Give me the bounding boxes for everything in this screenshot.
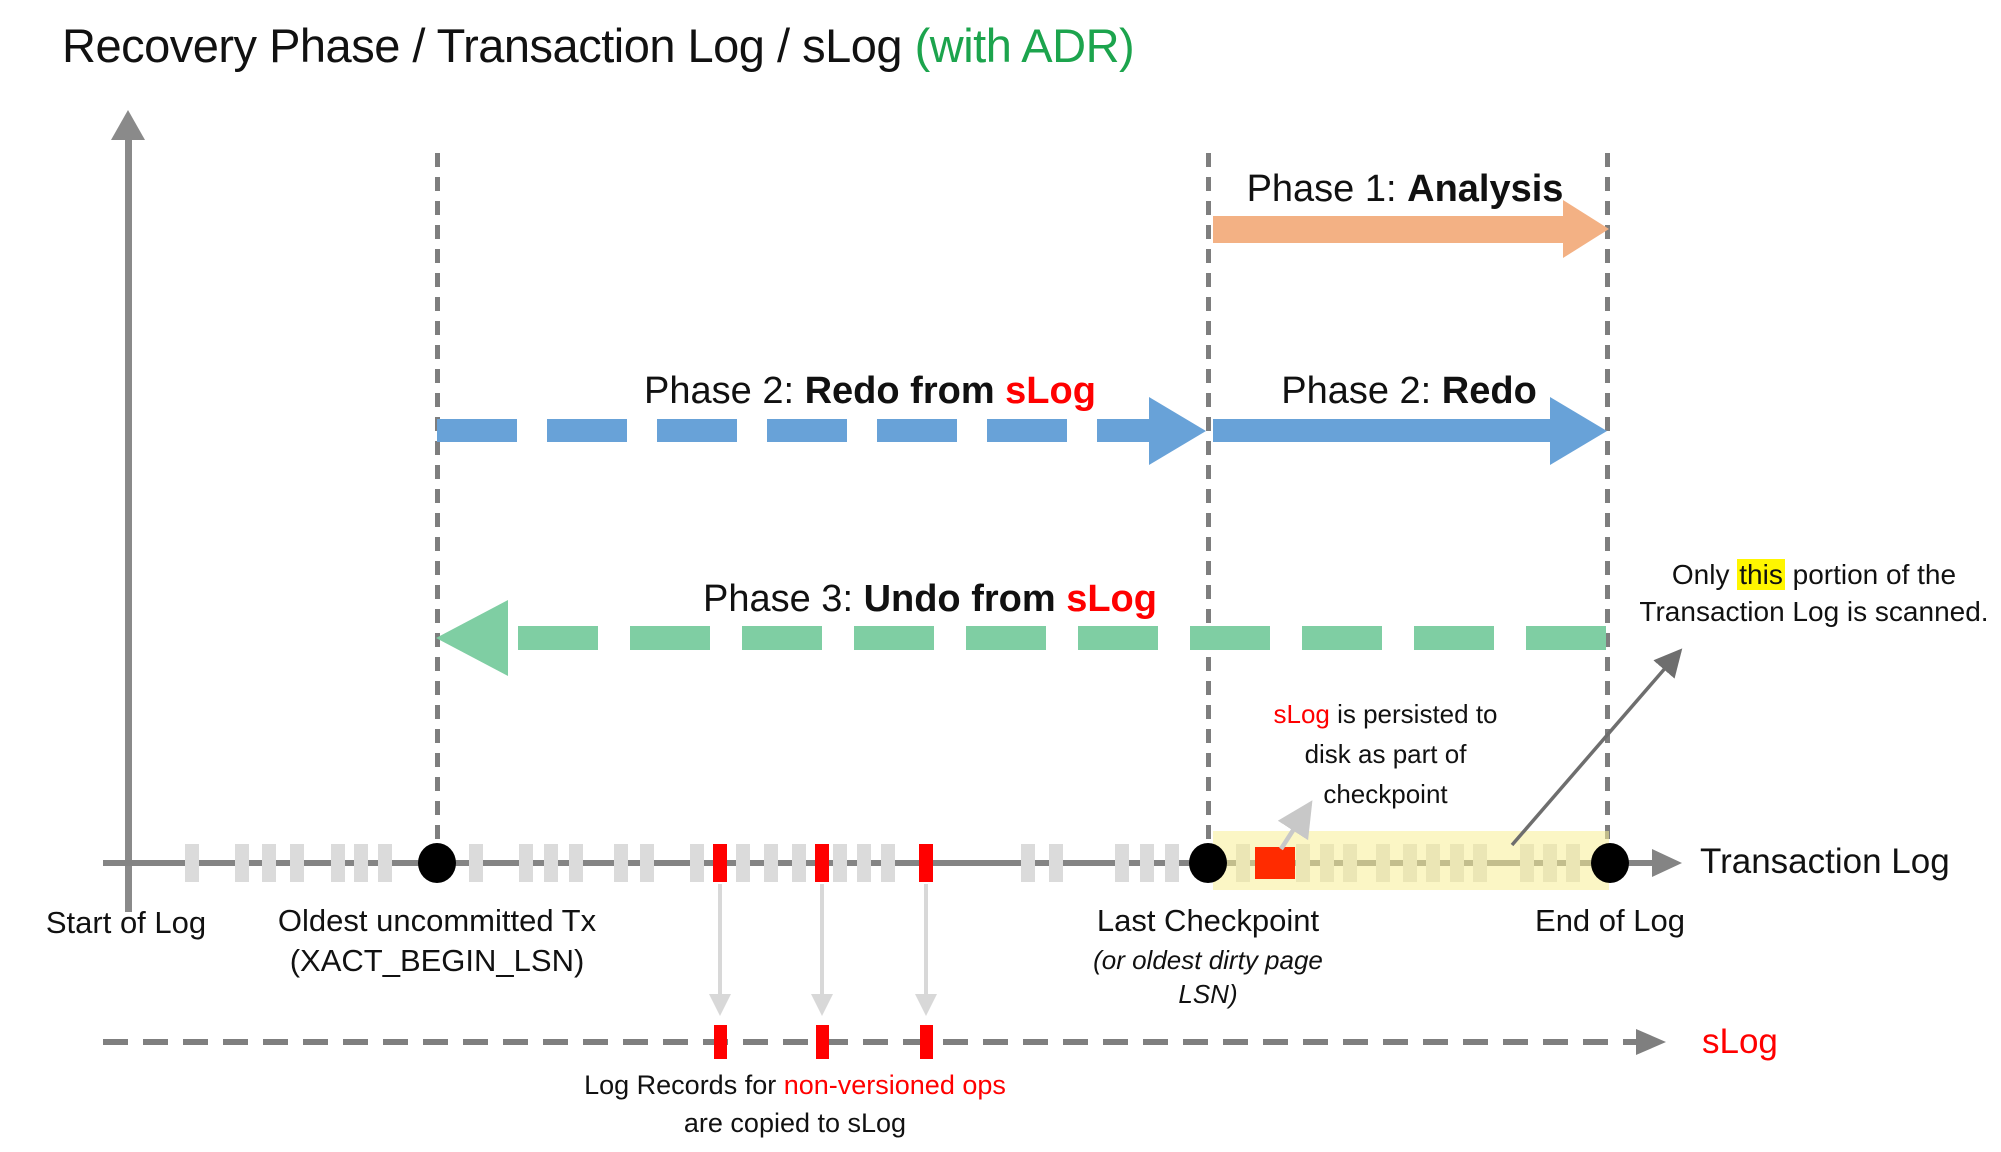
phase2-redo-label: Phase 2: Redo [1209,370,1609,413]
copy-arrow-head-icon [709,994,731,1016]
slog-axis-label: sLog [1702,1022,1778,1061]
phase1-analysis-arrow [1213,216,1563,243]
scanned-note-pre: Only [1671,559,1738,590]
log-record-tick [185,844,199,882]
non-versioned-log-record-tick [713,844,727,882]
copy-to-slog-note: Log Records for non-versioned ops are cop… [545,1066,1045,1142]
phase3-undo-from-slog-arrow [508,626,1606,650]
last-checkpoint-subtitle: (or oldest dirty page LSN) [1093,945,1323,1009]
log-record-tick [857,844,871,882]
non-versioned-log-record-tick [919,844,933,882]
slog-record-tick [816,1025,829,1059]
guide-line-oldest-uncommitted-tx [435,153,440,860]
log-record-tick [690,844,704,882]
phase2-redo-from-slog-arrow [437,419,1149,442]
slog-arrowhead-icon [1636,1029,1666,1055]
copy-arrow-head-icon [915,994,937,1016]
log-record-tick [1165,844,1179,882]
transaction-log-axis-label: Transaction Log [1700,842,1950,881]
last-checkpoint-title: Last Checkpoint [1096,903,1320,938]
phase1-prefix: Phase 1: [1246,168,1408,210]
scanned-note-highlight: this [1737,559,1785,590]
log-record-tick [331,844,345,882]
timeline-marker-dot [418,843,456,883]
persisted-slog-marker [1255,847,1295,879]
log-record-tick [1049,844,1063,882]
log-record-tick [833,844,847,882]
slog-persisted-note: sLog is persisted to disk as part of check… [1233,694,1538,814]
phase1-arrowhead-icon [1563,200,1609,258]
phase3-prefix: Phase 3: [703,578,864,620]
phase1-name: Analysis [1407,168,1564,210]
persisted-note-accent: sLog [1273,699,1330,729]
phase2-prefix: Phase 2: [1281,370,1442,412]
copy-arrow-line [924,884,928,996]
scanned-note-line2: Transaction Log is scanned. [1639,596,1989,627]
log-record-tick [569,844,583,882]
vertical-axis-line [125,138,132,912]
log-record-tick [614,844,628,882]
log-record-tick [290,844,304,882]
log-record-tick [262,844,276,882]
phase2-redo-from-slog-label: Phase 2: Redo from sLog [620,370,1120,413]
log-record-tick [1115,844,1129,882]
phase3-undo-label: Phase 3: Undo from sLog [680,578,1180,621]
non-versioned-log-record-tick [815,844,829,882]
phase2-redo-arrow [1213,419,1550,442]
title-adr-suffix: (with ADR) [914,19,1135,72]
log-record-tick [235,844,249,882]
log-record-tick [544,844,558,882]
copy-arrow-line [820,884,824,996]
copy-arrow-line [718,884,722,996]
page-title: Recovery Phase / Transaction Log / sLog … [62,18,1135,73]
persisted-note-line3: checkpoint [1323,779,1448,809]
log-record-tick [640,844,654,882]
phase2-slog-accent: sLog [1005,370,1096,412]
log-record-tick [469,844,483,882]
slog-baseline [103,1039,1636,1045]
scanned-note-post: portion of the [1784,559,1957,590]
transaction-log-arrowhead-icon [1652,849,1682,877]
oldest-uncommitted-tx-label: Oldest uncommitted Tx (XACT_BEGIN_LSN) [277,903,597,978]
vertical-axis-arrowhead-icon [111,110,145,140]
phase3-accent: sLog [1066,578,1157,620]
last-checkpoint-label: Last Checkpoint (or oldest dirty page LSN… [1033,901,1383,1011]
copy-note-line2: are copied to sLog [683,1108,907,1138]
copy-arrow-head-icon [811,994,833,1016]
log-record-tick [354,844,368,882]
persisted-note-line1: is persisted to [1329,699,1498,729]
log-record-tick [736,844,750,882]
phase2-name: Redo [1441,370,1537,412]
log-record-tick [1140,844,1154,882]
end-of-log-label: End of Log [1535,903,1685,938]
phase2-redo-arrowhead-icon [1550,397,1607,465]
log-record-tick [378,844,392,882]
log-record-tick [519,844,533,882]
phase2-slog-prefix: Phase 2: [644,370,805,412]
phase2-redo-from-slog-arrowhead-icon [1149,397,1206,465]
timeline-marker-dot [1591,843,1629,883]
guide-line-last-checkpoint [1206,153,1211,860]
phase2-slog-action: Redo from [804,370,1006,412]
log-record-tick [764,844,778,882]
copy-note-accent: non-versioned ops [783,1070,1006,1100]
transaction-log-axis-line [103,860,1653,866]
slog-record-tick [920,1025,933,1059]
copy-note-pre: Log Records for [584,1070,784,1100]
start-of-log-label: Start of Log [45,905,207,940]
timeline-marker-dot [1189,843,1227,883]
log-record-tick [792,844,806,882]
phase3-undo-arrowhead-icon [436,600,508,676]
title-main: Recovery Phase / Transaction Log / sLog [62,19,915,72]
guide-line-end-of-log [1605,153,1610,860]
log-record-tick [1021,844,1035,882]
phase1-label: Phase 1: Analysis [1195,168,1615,211]
phase3-action: Undo from [863,578,1067,620]
log-record-tick [881,844,895,882]
slog-record-tick [714,1025,727,1059]
persisted-note-line2: disk as part of [1304,739,1467,769]
